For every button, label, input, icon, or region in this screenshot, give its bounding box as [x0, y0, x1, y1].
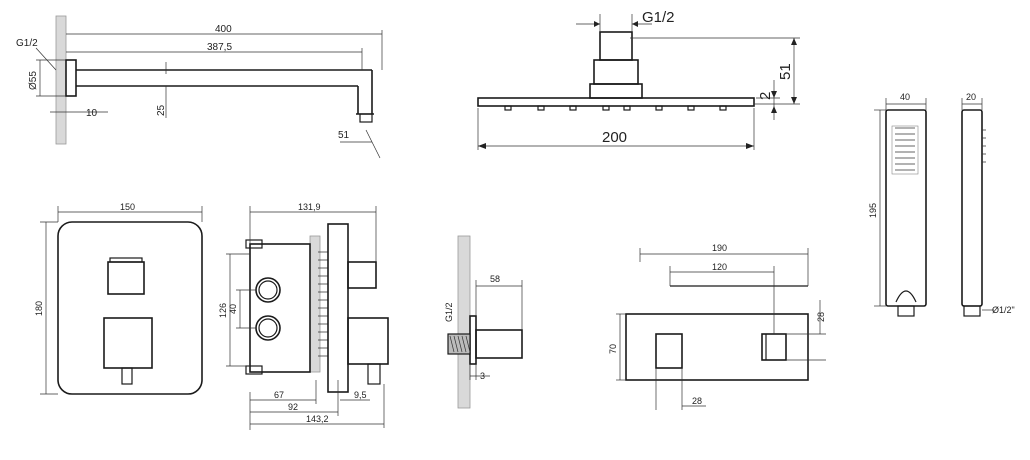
arm-drop: 25: [156, 104, 167, 116]
arm-length-inner: 387,5: [207, 42, 232, 53]
mixer-height: 126: [218, 303, 228, 318]
mixer-lever: [121, 367, 133, 385]
hand-front-width: 40: [900, 92, 910, 102]
head-connector: [599, 31, 633, 61]
mixer-body-drawing: 131,9 126 40 67 92 143,2 9,5: [218, 202, 389, 430]
mixer-lever-side: [347, 317, 389, 365]
spout-front-drawing: 190 120 70 28 28: [608, 243, 826, 410]
hand-shower-nozzle-grid: [891, 125, 919, 175]
shower-head-drawing: G1/2 51 2 200: [477, 9, 800, 150]
mixer-depth-total: 143,2: [306, 414, 329, 424]
spout-bottom-offset: 28: [692, 396, 702, 406]
head-thread-label: G1/2: [642, 9, 675, 26]
spout-height: 70: [608, 344, 618, 354]
spout-wall-thickness: 3: [480, 371, 485, 381]
mixer-wall: [309, 235, 321, 373]
head-plate-thickness: 2: [757, 92, 774, 100]
port-lower: [255, 315, 281, 341]
hand-side-width: 20: [966, 92, 976, 102]
port-upper: [255, 277, 281, 303]
hand-shower-front-thread: [897, 305, 915, 317]
head-plate: [477, 97, 755, 107]
hand-height: 195: [868, 203, 878, 218]
hand-connector: Ø1/2": [992, 305, 1015, 315]
hand-shower-drawing: 40 20 195 Ø1/2": [868, 92, 1015, 317]
head-swivel: [593, 59, 639, 85]
mixer-lever-base: [103, 317, 153, 369]
spout-flange: [469, 315, 477, 365]
spout-front-plate: [625, 313, 809, 381]
arm-flange-diameter: Ø55: [28, 71, 39, 90]
shower-arm-drawing: G1/2 400 387,5 Ø55 10 25 51: [16, 15, 383, 159]
arm-outlet-thread: [359, 113, 373, 123]
spout-inner-width: 120: [712, 262, 727, 272]
mixer-depth-b: 92: [288, 402, 298, 412]
spout-front-square: [655, 333, 683, 369]
arm-length-total: 400: [215, 24, 232, 35]
control-plate-drawing: 150 180: [34, 202, 203, 395]
head-nut: [589, 83, 643, 99]
spout-projection: 58: [490, 274, 500, 284]
mixer-box: [249, 243, 311, 373]
head-nozzles: [504, 105, 727, 111]
control-plate: [57, 221, 203, 395]
mixer-top-width: 131,9: [298, 202, 321, 212]
spout-thread: G1/2: [444, 302, 454, 322]
arm-flange: [65, 59, 77, 97]
mixer-trim: 9,5: [354, 390, 367, 400]
hand-shower-side-thread: [963, 305, 981, 317]
spout-wall: [457, 235, 471, 409]
arm-offset: 10: [86, 108, 98, 119]
wall-section: [55, 15, 67, 145]
hand-shower-side: [961, 109, 983, 307]
plate-width: 150: [120, 202, 135, 212]
mixer-diverter: [347, 261, 377, 289]
plate-height: 180: [34, 301, 44, 316]
mixer-depth-a: 67: [274, 390, 284, 400]
mixer-port-spacing: 40: [228, 304, 238, 314]
mixer-trim-plate: [327, 223, 349, 393]
spout-total-width: 190: [712, 243, 727, 253]
arm-outlet: 51: [338, 130, 350, 141]
head-width: 200: [602, 129, 627, 146]
spout-top-offset: 28: [816, 312, 826, 322]
diverter-knob: [107, 261, 145, 295]
arm-thread-label: G1/2: [16, 38, 38, 49]
spout-body: [475, 329, 523, 359]
spout-side-drawing: 58 G1/2 3: [444, 235, 523, 409]
head-height: 51: [777, 63, 794, 80]
